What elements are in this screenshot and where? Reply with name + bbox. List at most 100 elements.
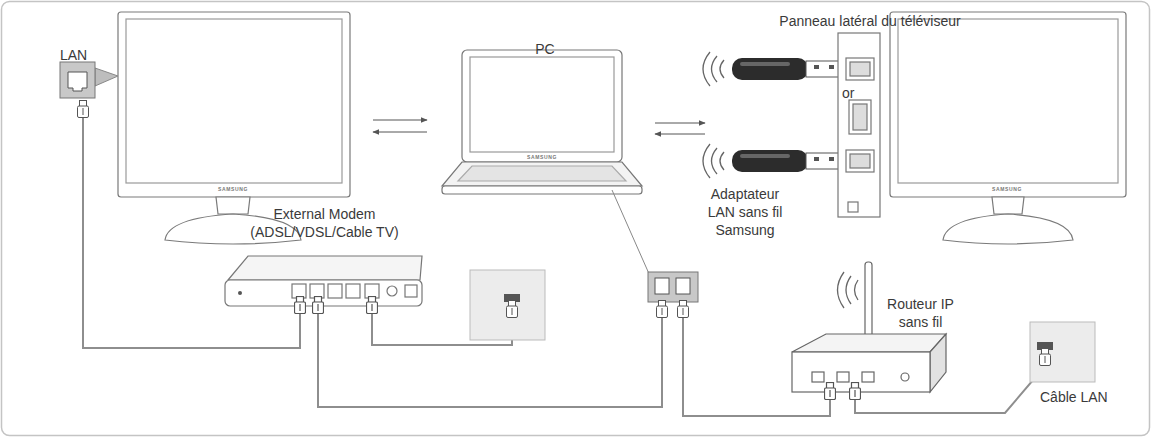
device-label: PC [440,40,650,58]
connector [683,318,830,416]
data-arrow [373,120,427,121]
laptop-illustration [442,50,642,194]
router-illustration [901,373,909,381]
callout-label: Adaptateur LAN sans fil Samsung [700,185,790,239]
pc-port-callout [678,301,689,318]
usb-adapter [732,150,808,172]
laptop-illustration [470,57,614,152]
usb-adapter [703,144,710,178]
usb-adapter [720,152,724,170]
usb-adapter [703,52,710,86]
router-illustration [846,276,851,304]
modem-illustration [292,284,306,298]
modem-illustration [313,297,324,314]
device-label: Routeur IP sans fil [878,295,963,331]
connector [655,123,705,134]
router-illustration [792,352,930,392]
modem-illustration [367,297,378,314]
lan-port-callout [60,62,118,118]
usb-adapter [703,52,724,178]
connector [318,314,662,407]
device-node: External Modem (ADSL/VDSL/Cable TV) [225,203,425,314]
brand-logo: SAMSUNG [522,154,562,161]
brand-logo: SAMSUNG [987,186,1027,193]
cable-stub [82,118,84,252]
data-arrow [655,123,705,124]
tv-illustration [943,214,1073,244]
router-illustration [855,280,859,300]
usb-adapter [814,157,819,161]
lan-port-callout [68,72,87,91]
wall-socket [470,270,545,340]
router-illustration [825,383,836,400]
laptop-illustration [462,50,622,162]
tv-illustration [216,197,250,214]
tv-illustration [898,19,1118,183]
router-illustration [792,334,946,352]
brand-logo: SAMSUNG [213,186,253,193]
pc-port-callout [657,301,668,318]
connector [83,252,300,348]
router-illustration [862,372,874,382]
device-node: Routeur IP sans fil [790,265,960,400]
modem-illustration [238,291,242,295]
router-illustration [837,372,849,382]
router-illustration [930,334,946,392]
lan-port-callout [78,101,89,118]
router-illustration [838,272,859,308]
tv-illustration [118,12,350,197]
pc-port-callout [612,190,698,318]
tv-illustration [890,12,1126,244]
usb-adapter [829,157,834,161]
pc-port-callout [612,190,650,276]
lan-cable [83,252,300,348]
side-panel [846,150,874,172]
side-panel [853,104,867,130]
data-arrow [655,134,705,135]
side-panel [838,33,880,217]
side-panel [850,62,870,76]
router-illustration [850,383,861,400]
callout-label: Câble LAN [1040,388,1130,406]
router-illustration [792,262,946,400]
modem-illustration [310,284,324,298]
lan-port-callout [60,62,95,98]
pc-port-callout [676,278,690,294]
modem-illustration [295,297,306,314]
lan-cable [318,314,662,407]
side-panel [846,58,874,80]
modem-illustration [387,286,397,296]
callout-label: or [842,84,862,102]
device-node: PC [435,30,645,200]
device-label: External Modem (ADSL/VDSL/Cable TV) [237,205,412,241]
wall-socket [1040,349,1051,366]
usb-adapter [712,148,718,174]
usb-adapter [829,65,834,69]
usb-adapter [720,60,724,78]
device-label: LAN [60,46,120,64]
lan-port-callout [95,68,118,86]
connector [373,120,427,132]
router-illustration [838,272,845,308]
device-label: Panneau latéral du téléviseur [735,12,1005,30]
usb-adapter [712,56,718,82]
router-illustration [812,372,824,382]
tv-illustration [992,197,1024,214]
pc-port-callout [648,272,698,302]
pc-port-callout [655,278,669,294]
modem-illustration [405,285,417,297]
laptop-illustration [442,162,642,186]
wall-socket [1030,322,1095,382]
modem-illustration [228,256,422,280]
side-panel [849,100,871,134]
side-panel [838,33,880,217]
modem-illustration [346,284,360,298]
data-arrow [373,132,427,133]
lan-cable [683,318,830,416]
usb-adapter [814,65,819,69]
